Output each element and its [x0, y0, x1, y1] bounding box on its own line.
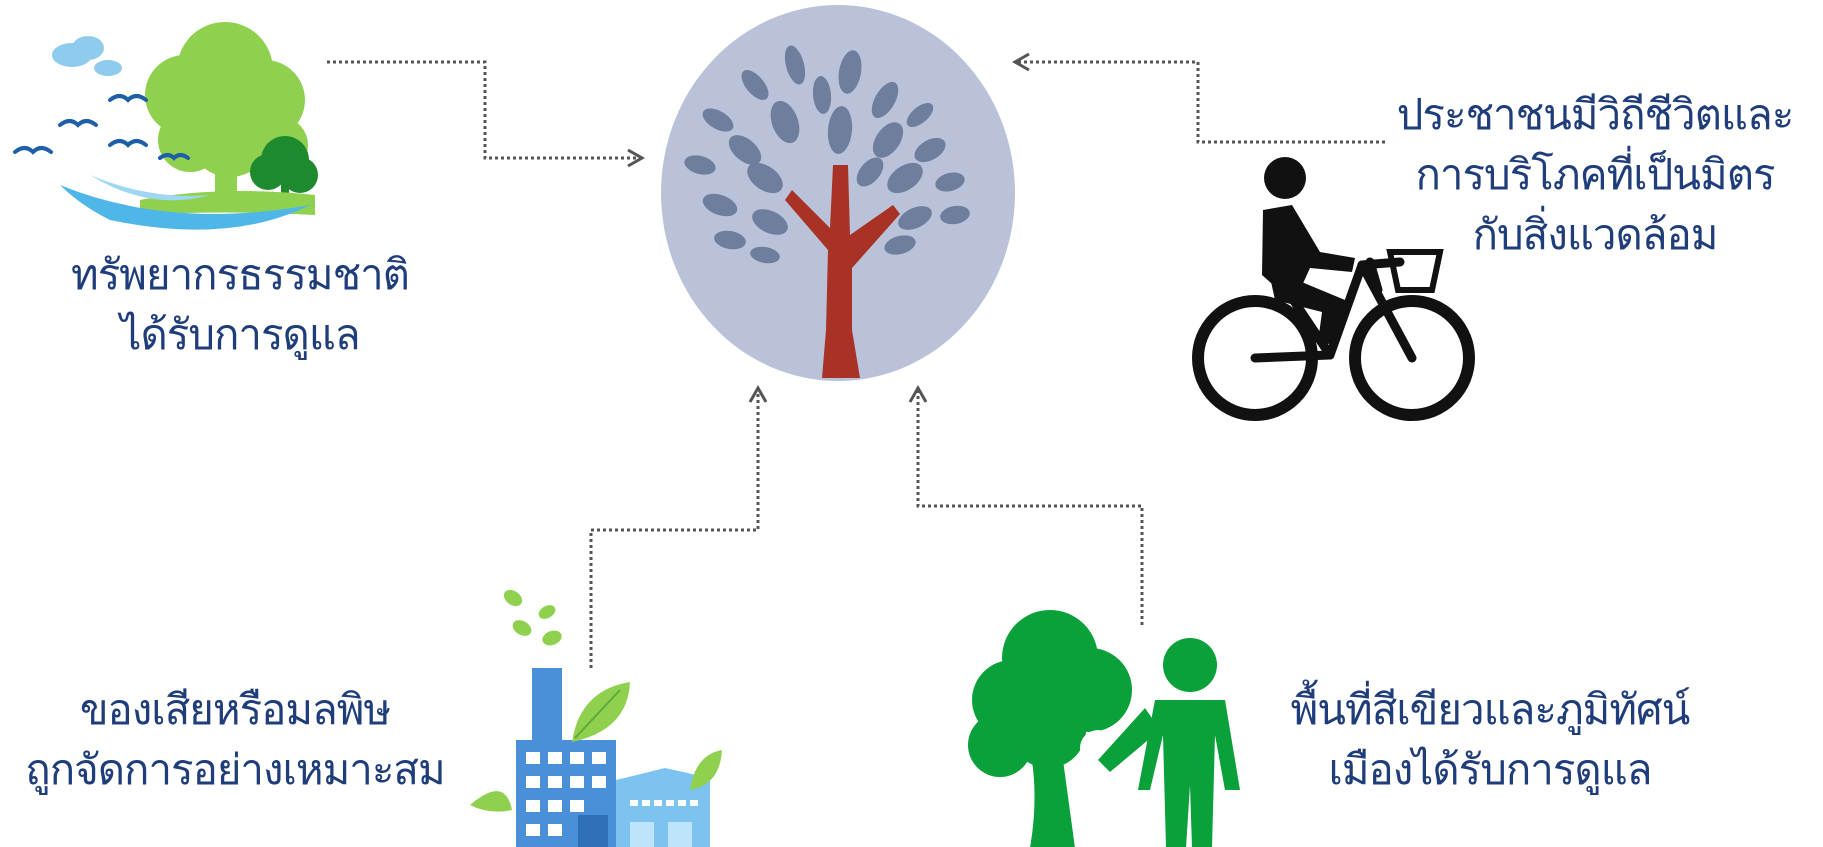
label-line: เมืองได้รับการดูแล: [1328, 745, 1652, 794]
connector-waste: [589, 384, 768, 668]
connector-lifestyle: [1011, 52, 1385, 144]
person-tree-icon: [968, 610, 1240, 847]
label-waste: ของเสียหรือมลพิษ ถูกจัดการอย่างเหมาะสม: [0, 680, 470, 800]
label-line: ทรัพยากรธรรมชาติ: [71, 250, 410, 299]
label-natural-resources: ทรัพยากรธรรมชาติ ได้รับการดูแล: [20, 245, 460, 365]
label-line: พื้นที่สีเขียวและภูมิทัศน์: [1290, 685, 1691, 734]
cloud-icon: [52, 36, 122, 76]
floating-leaves: [503, 589, 562, 646]
green-factory-icon: [470, 589, 722, 847]
connectors: [327, 52, 1385, 668]
nature-landscape-icon: [13, 22, 318, 230]
tree-trunk: [785, 165, 900, 378]
label-green-space: พื้นที่สีเขียวและภูมิทัศน์ เมืองได้รับกา…: [1255, 680, 1725, 800]
sustainable-tree-icon: [661, 5, 1015, 381]
label-line: การบริโภคที่เป็นมิตร: [1415, 150, 1775, 199]
connector-green: [908, 384, 1144, 625]
label-line: ได้รับการดูแล: [120, 310, 360, 359]
label-line: กับสิ่งแวดล้อม: [1472, 210, 1719, 259]
connector-natural: [327, 60, 646, 168]
birds: [13, 94, 190, 161]
label-line: ของเสียหรือมลพิษ: [79, 685, 391, 734]
label-line: ถูกจัดการอย่างเหมาะสม: [25, 745, 445, 794]
bicycle-rider-icon: [1192, 157, 1475, 421]
small-tree: [250, 136, 318, 205]
tree-leaves: [684, 45, 970, 264]
label-lifestyle: ประชาชนมีวิถีชีวิตและ การบริโภคที่เป็นมิ…: [1380, 85, 1810, 265]
label-line: ประชาชนมีวิถีชีวิตและ: [1396, 90, 1795, 139]
